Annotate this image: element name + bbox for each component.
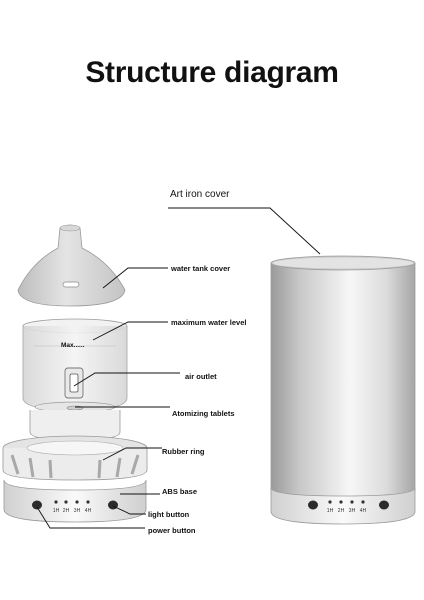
label-air-outlet: air outlet [185,372,217,381]
timer-label-1h: 1H [53,508,60,514]
timer-label-3h-right: 3H [349,508,356,514]
timer-label-3h: 3H [74,508,81,514]
label-maximum-water-level: maximum water level [171,318,246,327]
rubber-ring-part [2,435,148,481]
leader-lines [36,207,321,529]
label-water-tank-cover: water tank cover [170,264,230,273]
label-rubber-ring: Rubber ring [162,447,205,456]
label-abs-base: ABS base [162,487,197,496]
timer-label-2h: 2H [63,508,70,514]
abs-base-part [3,479,147,523]
max-level-mark: Max...... [61,342,85,349]
label-light-button: light button [148,510,190,519]
diagram-title: Structure diagram [85,56,339,89]
label-power-button: power button [148,526,196,535]
water-tank-part [22,318,128,441]
timer-label-4h-right: 4H [360,508,367,514]
assembled-humidifier [270,255,416,525]
water-tank-cover-part [17,224,126,307]
timer-label-4h: 4H [85,508,92,514]
label-art-iron-cover: Art iron cover [170,189,230,200]
timer-label-2h-right: 2H [338,508,345,514]
label-atomizing-tablets: Atomizing tablets [172,409,235,418]
timer-label-1h-right: 1H [327,508,334,514]
